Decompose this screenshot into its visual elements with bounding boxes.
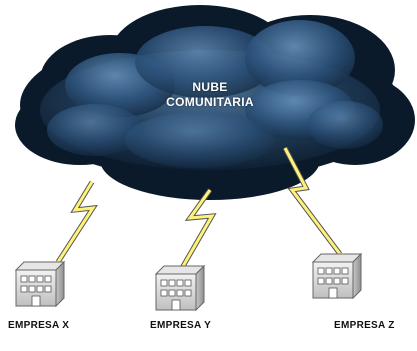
link-empresa-x — [55, 180, 98, 264]
community-cloud — [15, 5, 415, 200]
label-empresa-y: EMPRESA Y — [150, 320, 212, 331]
link-empresa-y — [179, 188, 217, 270]
building-empresa-x-icon — [14, 260, 66, 308]
link-empresa-z — [282, 146, 342, 256]
cloud-title-line1: NUBE — [192, 80, 228, 94]
cloud-title-line2: COMUNITARIA — [166, 95, 254, 109]
label-empresa-z: EMPRESA Z — [334, 320, 395, 331]
building-empresa-y-icon — [154, 264, 206, 312]
building-empresa-z-icon — [311, 252, 363, 300]
label-empresa-x: EMPRESA X — [8, 320, 70, 331]
cloud-title: NUBE COMUNITARIA — [150, 80, 270, 110]
